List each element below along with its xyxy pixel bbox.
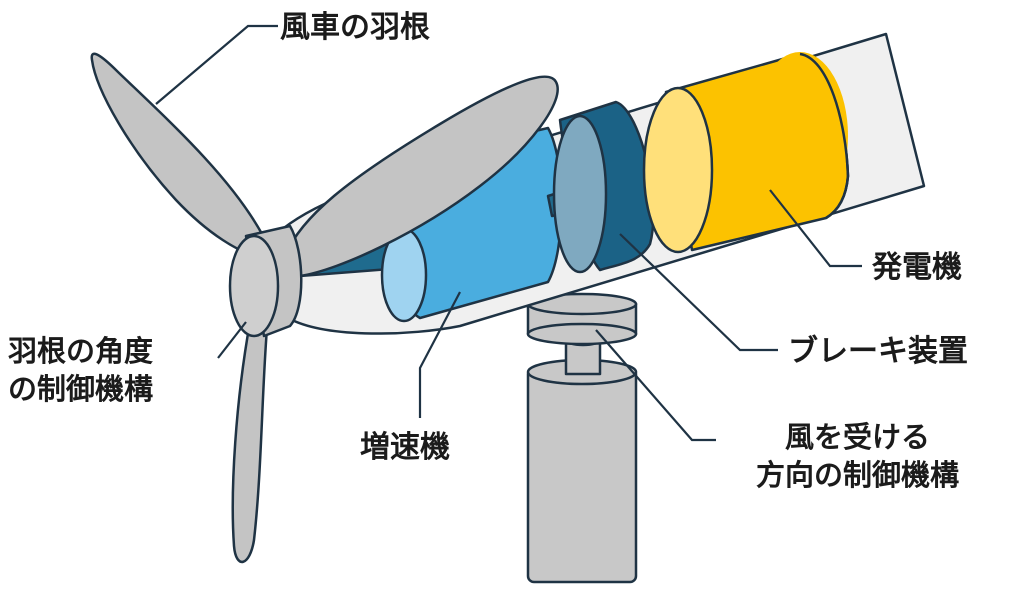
label-brake-text: ブレーキ装置 [788,334,968,369]
label-generator: 発電機 [872,248,962,288]
label-pitch-line2: の制御機構 [8,372,154,407]
brake-disc [552,100,655,274]
label-pitch-line1: 羽根の角度 [8,334,154,368]
leader-yaw [595,329,716,442]
leader-pitch [217,321,247,359]
leader-lines [155,24,862,442]
yaw-mechanism [526,292,638,346]
blade-lower [231,314,270,564]
label-pitch-control: 羽根の角度 の制御機構 [8,332,153,409]
label-yaw-line1: 風を受ける [785,420,931,454]
label-gearbox: 増速機 [360,428,450,468]
blade-upper-left [90,52,264,258]
leader-blade [155,24,278,105]
label-yaw-control: 風を受ける 方向の制御機構 [756,418,959,495]
leader-brake [619,233,778,352]
hub [228,224,303,338]
tower [526,333,638,584]
label-gearbox-text: 増速機 [360,430,450,465]
label-brake: ブレーキ装置 [788,332,968,372]
label-blade-text: 風車の羽根 [280,10,430,45]
label-generator-text: 発電機 [872,250,962,285]
label-yaw-line2: 方向の制御機構 [756,458,960,493]
blade-upper-right [280,75,559,278]
generator [642,52,850,254]
label-blade: 風車の羽根 [280,8,430,48]
leader-gearbox [418,291,461,418]
leader-generator [769,189,862,268]
